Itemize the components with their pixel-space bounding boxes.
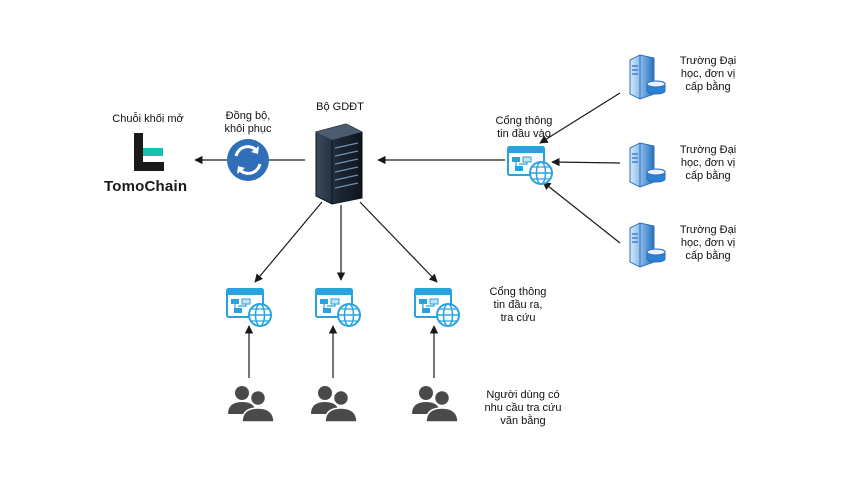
brand-label: TomoChain [104, 178, 188, 195]
web-portal-icon [507, 146, 553, 185]
server-database-icon [629, 54, 666, 100]
arrows [194, 92, 621, 378]
web-portal-icon [226, 288, 272, 327]
arrow-school2-to-portal [551, 157, 621, 167]
arrow-school3-to-portal [542, 181, 621, 244]
arrow-school1-to-portal [539, 92, 621, 144]
arrow-server-to-out3 [359, 201, 438, 283]
output-portal-label: Cổng thông tin đầu ra, tra cứu [489, 286, 547, 324]
school-1-label: Trường Đại học, đơn vị cấp bằng [679, 55, 737, 93]
server-database-icon [629, 222, 666, 268]
server-rack-icon [315, 123, 363, 205]
web-portal-icon [414, 288, 460, 327]
users-group-icon [227, 385, 274, 423]
tomochain-logo-icon [134, 133, 164, 171]
users-group-icon [310, 385, 357, 423]
server-database-icon [629, 142, 666, 188]
arrow-server-to-out1 [254, 201, 323, 283]
school-3-label: Trường Đại học, đơn vị cấp bằng [679, 224, 737, 262]
users-group-icon [411, 385, 458, 423]
input-portal-label: Cổng thông tin đầu vào [495, 115, 553, 140]
sync-icon [227, 139, 269, 181]
school-2-label: Trường Đại học, đơn vị cấp bằng [679, 144, 737, 182]
web-portal-icon [315, 288, 361, 327]
sync-label: Đồng bộ, khôi phục [224, 110, 272, 135]
blockchain-label: Chuỗi khối mở [112, 113, 184, 125]
ministry-label: Bộ GDĐT [316, 101, 364, 113]
users-label: Người dùng có nhu cầu tra cứu văn bằng [484, 389, 562, 427]
